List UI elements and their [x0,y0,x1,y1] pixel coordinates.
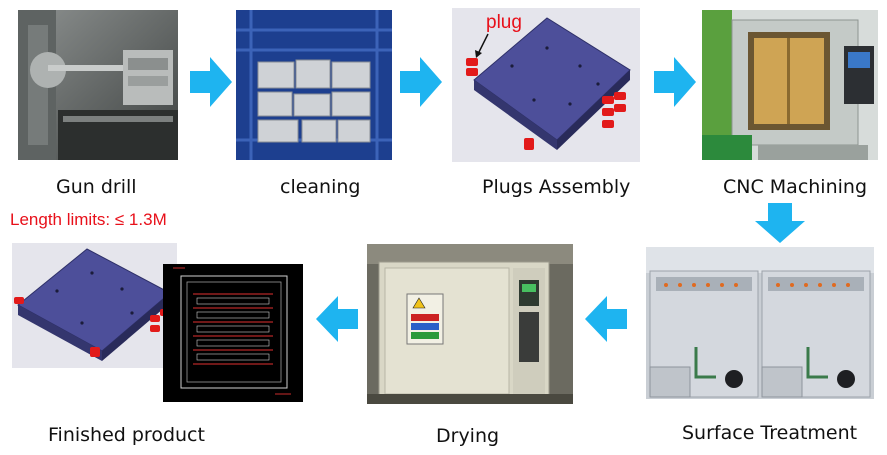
plug-label: plug [486,12,522,33]
flow-arrow-down [755,203,805,243]
step-caption-drying: Drying [436,425,500,447]
cleaning-photo [236,10,392,160]
drying-oven-photo [367,244,573,404]
surface-treatment-photo [646,247,874,399]
step-caption-cnc-machining: CNC Machining [723,176,868,198]
flow-arrow-right-3 [654,57,696,107]
plugs-assembly-image [452,8,640,162]
finished-product-drawing-image [163,264,303,402]
step-caption-cleaning: cleaning [280,176,361,198]
step-caption-finished-product: Finished product [48,424,205,446]
finished-product-plate-image [12,243,177,368]
gun-drill-photo [18,10,178,160]
flow-arrow-left-1 [585,296,627,342]
length-limit-note: Length limits: ≤ 1.3M [10,210,167,229]
cnc-machining-photo [702,10,878,160]
flow-arrow-left-2 [316,296,358,342]
step-caption-gun-drill: Gun drill [56,176,137,198]
step-caption-surface-treatment: Surface Treatment [682,422,858,444]
flow-arrow-right-2 [400,57,442,107]
step-caption-plugs-assembly: Plugs Assembly [482,176,631,198]
flow-arrow-right-1 [190,57,232,107]
